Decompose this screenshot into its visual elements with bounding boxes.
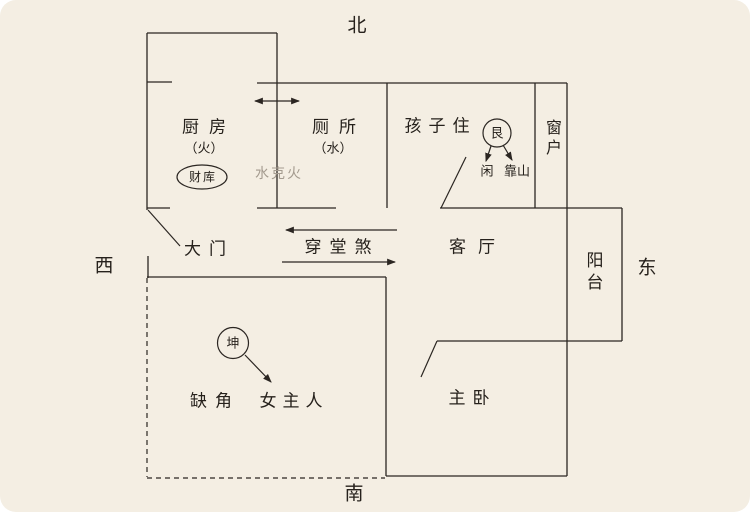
master-bedroom-label: 主卧 <box>448 388 497 408</box>
missing-corner-label: 缺角 <box>190 391 240 411</box>
walls <box>146 32 623 477</box>
kitchen-label: 厨房 <box>182 117 236 137</box>
missing-corner-outline <box>146 278 385 479</box>
arrows <box>244 97 513 383</box>
compass-north-label: 北 <box>347 15 367 37</box>
main-door-swing <box>147 209 181 247</box>
compass-east-label: 东 <box>637 257 657 279</box>
balcony-label: 阳台 <box>583 251 603 295</box>
water-overcomes-fire-label: 水克火 <box>255 167 303 182</box>
west-wall-segment <box>147 256 386 278</box>
gen-arrow-right <box>502 144 513 161</box>
living-room-label: 客厅 <box>449 237 507 257</box>
treasury-badge-label: 财库 <box>188 170 218 184</box>
kun-arrow <box>244 354 272 383</box>
kitchen-element-label: （火） <box>184 140 224 156</box>
window-label: 窗户 <box>543 119 560 159</box>
living-room-door-swing <box>440 156 467 209</box>
compass-south-label: 南 <box>344 483 364 505</box>
idle-note-label: 闲 <box>480 163 494 179</box>
marker-shapes <box>176 118 512 360</box>
gen-trigram-circle <box>482 118 512 148</box>
backing-mountain-note-label: 靠山 <box>503 163 531 179</box>
hostess-label: 女主人 <box>259 391 329 411</box>
master-bedroom-walls <box>385 277 567 477</box>
gen-trigram-label: 艮 <box>490 125 504 141</box>
through-hall-sha-label: 穿堂煞 <box>304 237 380 257</box>
gen-arrow-left <box>485 145 492 163</box>
main-door-label: 大门 <box>184 239 234 259</box>
kitchen-walls <box>146 32 336 210</box>
balcony-walls <box>437 207 623 342</box>
door-swing-lines <box>147 156 467 378</box>
kun-trigram-label: 坤 <box>226 335 240 351</box>
compass-west-label: 西 <box>94 255 114 277</box>
toilet-element-label: （水） <box>313 140 353 156</box>
treasury-oval <box>176 164 228 190</box>
toilet-label: 厕所 <box>312 117 366 137</box>
kun-trigram-circle <box>216 326 250 360</box>
children-room-label: 孩子住 <box>404 116 477 136</box>
master-bedroom-door-swing <box>420 340 438 378</box>
